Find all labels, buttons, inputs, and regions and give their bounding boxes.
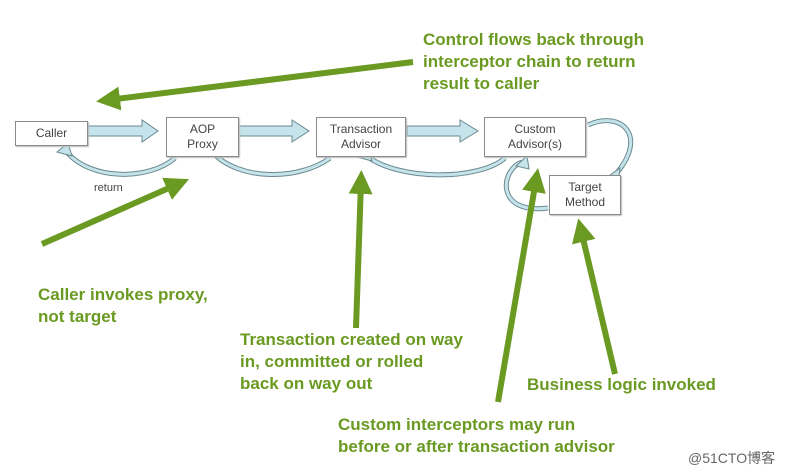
annotation-arrow-custom-interceptors <box>495 168 546 403</box>
annotation-arrow-control-flows-back <box>96 59 414 111</box>
flow-arrow-transaction-to-custom <box>406 119 479 143</box>
custom-advisors-box: Custom Advisor(s) <box>484 117 586 157</box>
target-method-box: Target Method <box>549 175 621 215</box>
annotation-arrow-caller-invokes-proxy <box>40 177 189 247</box>
annotation-control-flows-back: Control flows back through interceptor c… <box>423 30 644 93</box>
annotation-custom-interceptors: Custom interceptors may run before or af… <box>338 415 615 456</box>
transaction-advisor-box: Transaction Advisor <box>316 117 406 157</box>
annotation-transaction-created: Transaction created on way in, committed… <box>240 330 463 393</box>
aop-proxy-box: AOP Proxy <box>166 117 239 157</box>
flow-arrow-caller-to-proxy <box>87 119 159 143</box>
return-arrow-proxy-to-caller <box>63 148 177 177</box>
annotation-arrow-transaction-created <box>348 170 373 329</box>
annotation-business-logic: Business logic invoked <box>527 375 716 394</box>
annotation-arrow-business-logic <box>572 218 618 375</box>
caller-box: Caller <box>15 121 88 146</box>
flow-arrow-proxy-to-transaction <box>232 119 310 143</box>
return-label: return <box>94 182 123 194</box>
annotation-caller-invokes-proxy: Caller invokes proxy, not target <box>38 285 208 326</box>
watermark: @51CTO博客 <box>688 450 776 466</box>
